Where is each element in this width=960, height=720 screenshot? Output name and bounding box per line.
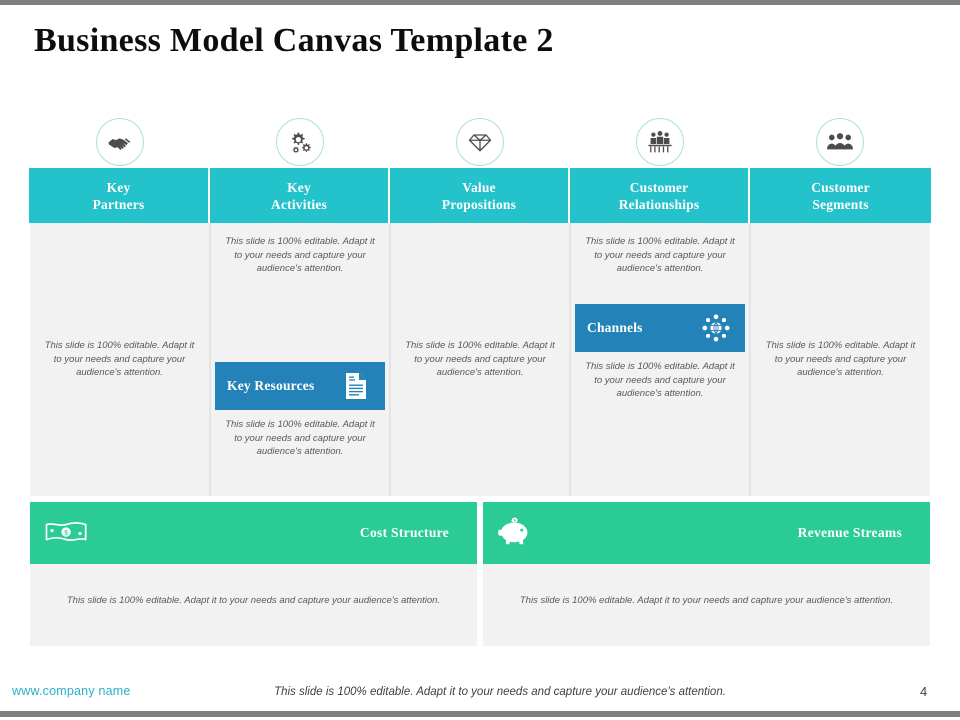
handshake-icon [96, 118, 144, 166]
cell-text: This slide is 100% editable. Adapt it to… [66, 595, 441, 606]
header-line-1: Key [106, 179, 131, 195]
header-line-1: Key [287, 179, 311, 195]
cell-text: This slide is 100% editable. Adapt it to… [405, 340, 555, 379]
band-cost-structure[interactable]: $ Cost Structure [30, 502, 480, 564]
people-meeting-icon [636, 118, 684, 166]
header-line-2: Propositions [441, 196, 517, 212]
column-header-customer-relationships: Customer Relationships [570, 168, 750, 223]
band-key-resources[interactable]: Key Resources [215, 362, 385, 410]
column-header-value-propositions: Value Propositions [390, 168, 570, 223]
header-line-1: Customer [629, 179, 689, 195]
cell-text: This slide is 100% editable. Adapt it to… [225, 419, 375, 457]
top-divider [0, 0, 960, 5]
header-line-2: Segments [812, 196, 869, 212]
canvas-column-customer-segments[interactable]: Customer Segments This slide is 100% edi… [750, 168, 931, 496]
cell-cost-structure-note[interactable]: This slide is 100% editable. Adapt it to… [30, 564, 480, 646]
header-line-2: Partners [92, 196, 145, 212]
header-line-2: Activities [271, 196, 327, 212]
cell-text: This slide is 100% editable. Adapt it to… [519, 595, 894, 606]
bottom-divider [0, 711, 960, 717]
diamond-icon [456, 118, 504, 166]
business-model-canvas-grid: Key Partners This slide is 100% editable… [29, 168, 931, 496]
band-label-revenue-streams: Revenue Streams [797, 525, 902, 540]
banknote-dollar-icon: $ [44, 519, 108, 547]
canvas-column-key-partners[interactable]: Key Partners This slide is 100% editable… [29, 168, 210, 496]
column-body-value-propositions: This slide is 100% editable. Adapt it to… [391, 223, 569, 496]
canvas-column-value-propositions[interactable]: Value Propositions This slide is 100% ed… [390, 168, 570, 496]
footer-page-number: 4 [920, 684, 928, 699]
cell-value-propositions[interactable]: This slide is 100% editable. Adapt it to… [391, 223, 569, 496]
canvas-column-customer-relationships[interactable]: Customer Relationships This slide is 100… [570, 168, 750, 496]
footer-note: This slide is 100% editable. Adapt it to… [274, 686, 726, 698]
band-label-channels: Channels [587, 320, 643, 335]
band-revenue-streams[interactable]: $ Revenue Streams [483, 502, 930, 564]
cell-text: This slide is 100% editable. Adapt it to… [585, 361, 735, 399]
cell-key-partners[interactable]: This slide is 100% editable. Adapt it to… [30, 223, 209, 496]
header-line-2: Relationships [618, 196, 700, 212]
cell-revenue-streams-note[interactable]: This slide is 100% editable. Adapt it to… [483, 564, 930, 646]
footer-company-url[interactable]: www.company name [12, 684, 131, 698]
column-header-key-activities: Key Activities [210, 168, 390, 223]
cell-text: This slide is 100% editable. Adapt it to… [44, 340, 195, 379]
cell-key-resources-note[interactable]: This slide is 100% editable. Adapt it to… [211, 418, 389, 459]
header-line-1: Customer [811, 179, 870, 195]
band-channels[interactable]: Channels [575, 304, 745, 352]
cell-text: This slide is 100% editable. Adapt it to… [585, 236, 735, 274]
column-header-customer-segments: Customer Segments [750, 168, 931, 223]
column-body-key-activities: This slide is 100% editable. Adapt it to… [211, 223, 389, 496]
band-label-cost-structure: Cost Structure [359, 525, 449, 540]
column-header-key-partners: Key Partners [29, 168, 210, 223]
header-line-1: Value [462, 179, 496, 195]
people-group-icon [816, 118, 864, 166]
column-body-customer-relationships: This slide is 100% editable. Adapt it to… [571, 223, 749, 496]
gears-icon [276, 118, 324, 166]
piggy-bank-icon: $ [497, 517, 561, 549]
svg-text:$: $ [64, 528, 68, 537]
canvas-column-key-activities[interactable]: Key Activities This slide is 100% editab… [210, 168, 390, 496]
column-body-key-partners: This slide is 100% editable. Adapt it to… [30, 223, 209, 496]
cell-text: This slide is 100% editable. Adapt it to… [765, 340, 916, 379]
cell-customer-segments[interactable]: This slide is 100% editable. Adapt it to… [751, 223, 930, 496]
cell-text: This slide is 100% editable. Adapt it to… [225, 236, 375, 274]
svg-text:$: $ [514, 518, 516, 523]
band-label-key-resources: Key Resources [227, 378, 315, 393]
network-globe-icon [701, 312, 731, 344]
page-title: Business Model Canvas Template 2 [34, 22, 554, 59]
document-invoice-icon [341, 370, 371, 402]
cell-customer-relationships[interactable]: This slide is 100% editable. Adapt it to… [571, 223, 749, 276]
cell-channels-note[interactable]: This slide is 100% editable. Adapt it to… [571, 360, 749, 401]
column-body-customer-segments: This slide is 100% editable. Adapt it to… [751, 223, 930, 496]
cell-key-activities[interactable]: This slide is 100% editable. Adapt it to… [211, 223, 389, 276]
